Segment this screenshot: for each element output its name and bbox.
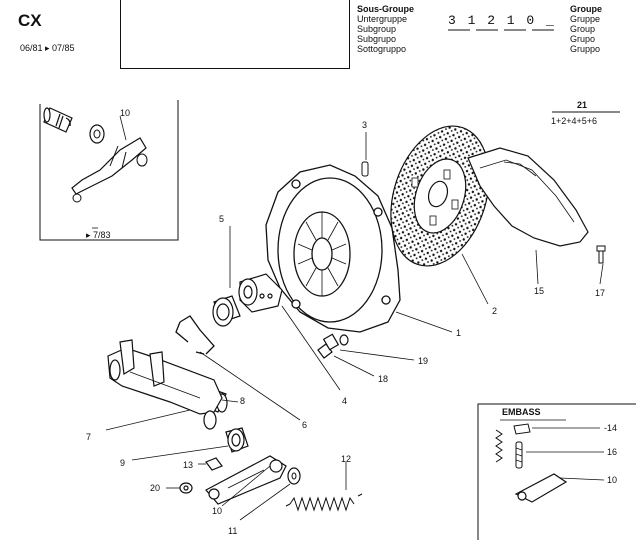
- group-label: Grupo: [570, 34, 596, 44]
- return-spring: [285, 493, 363, 512]
- clutch-housing-cover: [467, 147, 589, 247]
- callout-4: 4: [342, 396, 347, 406]
- callout-13: 13: [183, 460, 193, 470]
- callout-19: 19: [418, 356, 428, 366]
- callout-leaders: [105, 132, 605, 521]
- part-callouts: 10 ▸ 7/83 21 1+2+4+5+6 3 5 1 2 15 17 19 …: [86, 100, 617, 536]
- callout-15: 15: [534, 286, 544, 296]
- clutch-disc: [390, 125, 490, 267]
- inset-bearing-sleeve: [43, 107, 73, 133]
- embass-lever: [514, 473, 568, 503]
- embass-spring: [495, 429, 503, 463]
- embass-title: EMBASS: [502, 407, 541, 417]
- callout-20: 20: [150, 483, 160, 493]
- callout-3: 3: [362, 120, 367, 130]
- callout-17: 17: [595, 288, 605, 298]
- callout-7: 7: [86, 432, 91, 442]
- callout-embass-10: 10: [607, 475, 617, 485]
- subgroup-label: Subgroup: [357, 24, 397, 34]
- callout-10: 10: [212, 506, 222, 516]
- dowel-pin: [361, 161, 369, 177]
- bearing-sleeve: [212, 295, 241, 327]
- callout-12: 12: [341, 454, 351, 464]
- inset-version-label: ▸ 7/83: [86, 230, 111, 240]
- group-label: Group: [570, 24, 596, 34]
- callout-1: 1: [456, 328, 461, 338]
- fraction-numerator: 21: [577, 100, 587, 110]
- inset-release-fork: [71, 137, 147, 195]
- header-blank-box: [120, 0, 350, 69]
- cover-screw: [596, 245, 606, 264]
- subgroup-label: Untergruppe: [357, 14, 408, 24]
- callout-5: 5: [219, 214, 224, 224]
- group-label: Groupe: [570, 4, 603, 14]
- group-label: Gruppe: [570, 14, 601, 24]
- bolt-and-washer: [317, 333, 349, 359]
- callout-10-inset: 10: [120, 108, 130, 118]
- nut: [179, 482, 193, 494]
- model-title: CX: [18, 11, 42, 30]
- subgroup-label: Subgrupo: [357, 34, 397, 44]
- release-bearing: [238, 273, 283, 313]
- group-number: 3 1 2 1 0 _: [448, 13, 556, 28]
- retaining-clip: [175, 315, 215, 355]
- callout-9: 9: [120, 458, 125, 468]
- callout-embass-16: 16: [607, 447, 617, 457]
- fork-bush: [225, 427, 249, 453]
- fraction-denominator: 1+2+4+5+6: [551, 116, 597, 126]
- release-lever: [205, 455, 287, 505]
- callout-embass-14: -14: [604, 423, 617, 433]
- lever-clip: [205, 457, 223, 471]
- embass-pin: [513, 423, 531, 469]
- embass-inset: [477, 403, 636, 540]
- callout-11: 11: [228, 526, 237, 536]
- callout-2: 2: [492, 306, 497, 316]
- subgroup-label: Sous-Groupe: [357, 4, 415, 14]
- callout-8: 8: [240, 396, 245, 406]
- callout-6: 6: [302, 420, 307, 430]
- release-fork-assembly: [107, 339, 223, 430]
- subgroup-label: Sottogruppo: [357, 44, 407, 54]
- production-dates: 06/81 ▸ 07/85: [20, 43, 75, 53]
- callout-18: 18: [378, 374, 388, 384]
- inset-old-version: [39, 100, 179, 241]
- pressure-plate-assembly: [265, 164, 401, 333]
- group-label: Gruppo: [570, 44, 601, 54]
